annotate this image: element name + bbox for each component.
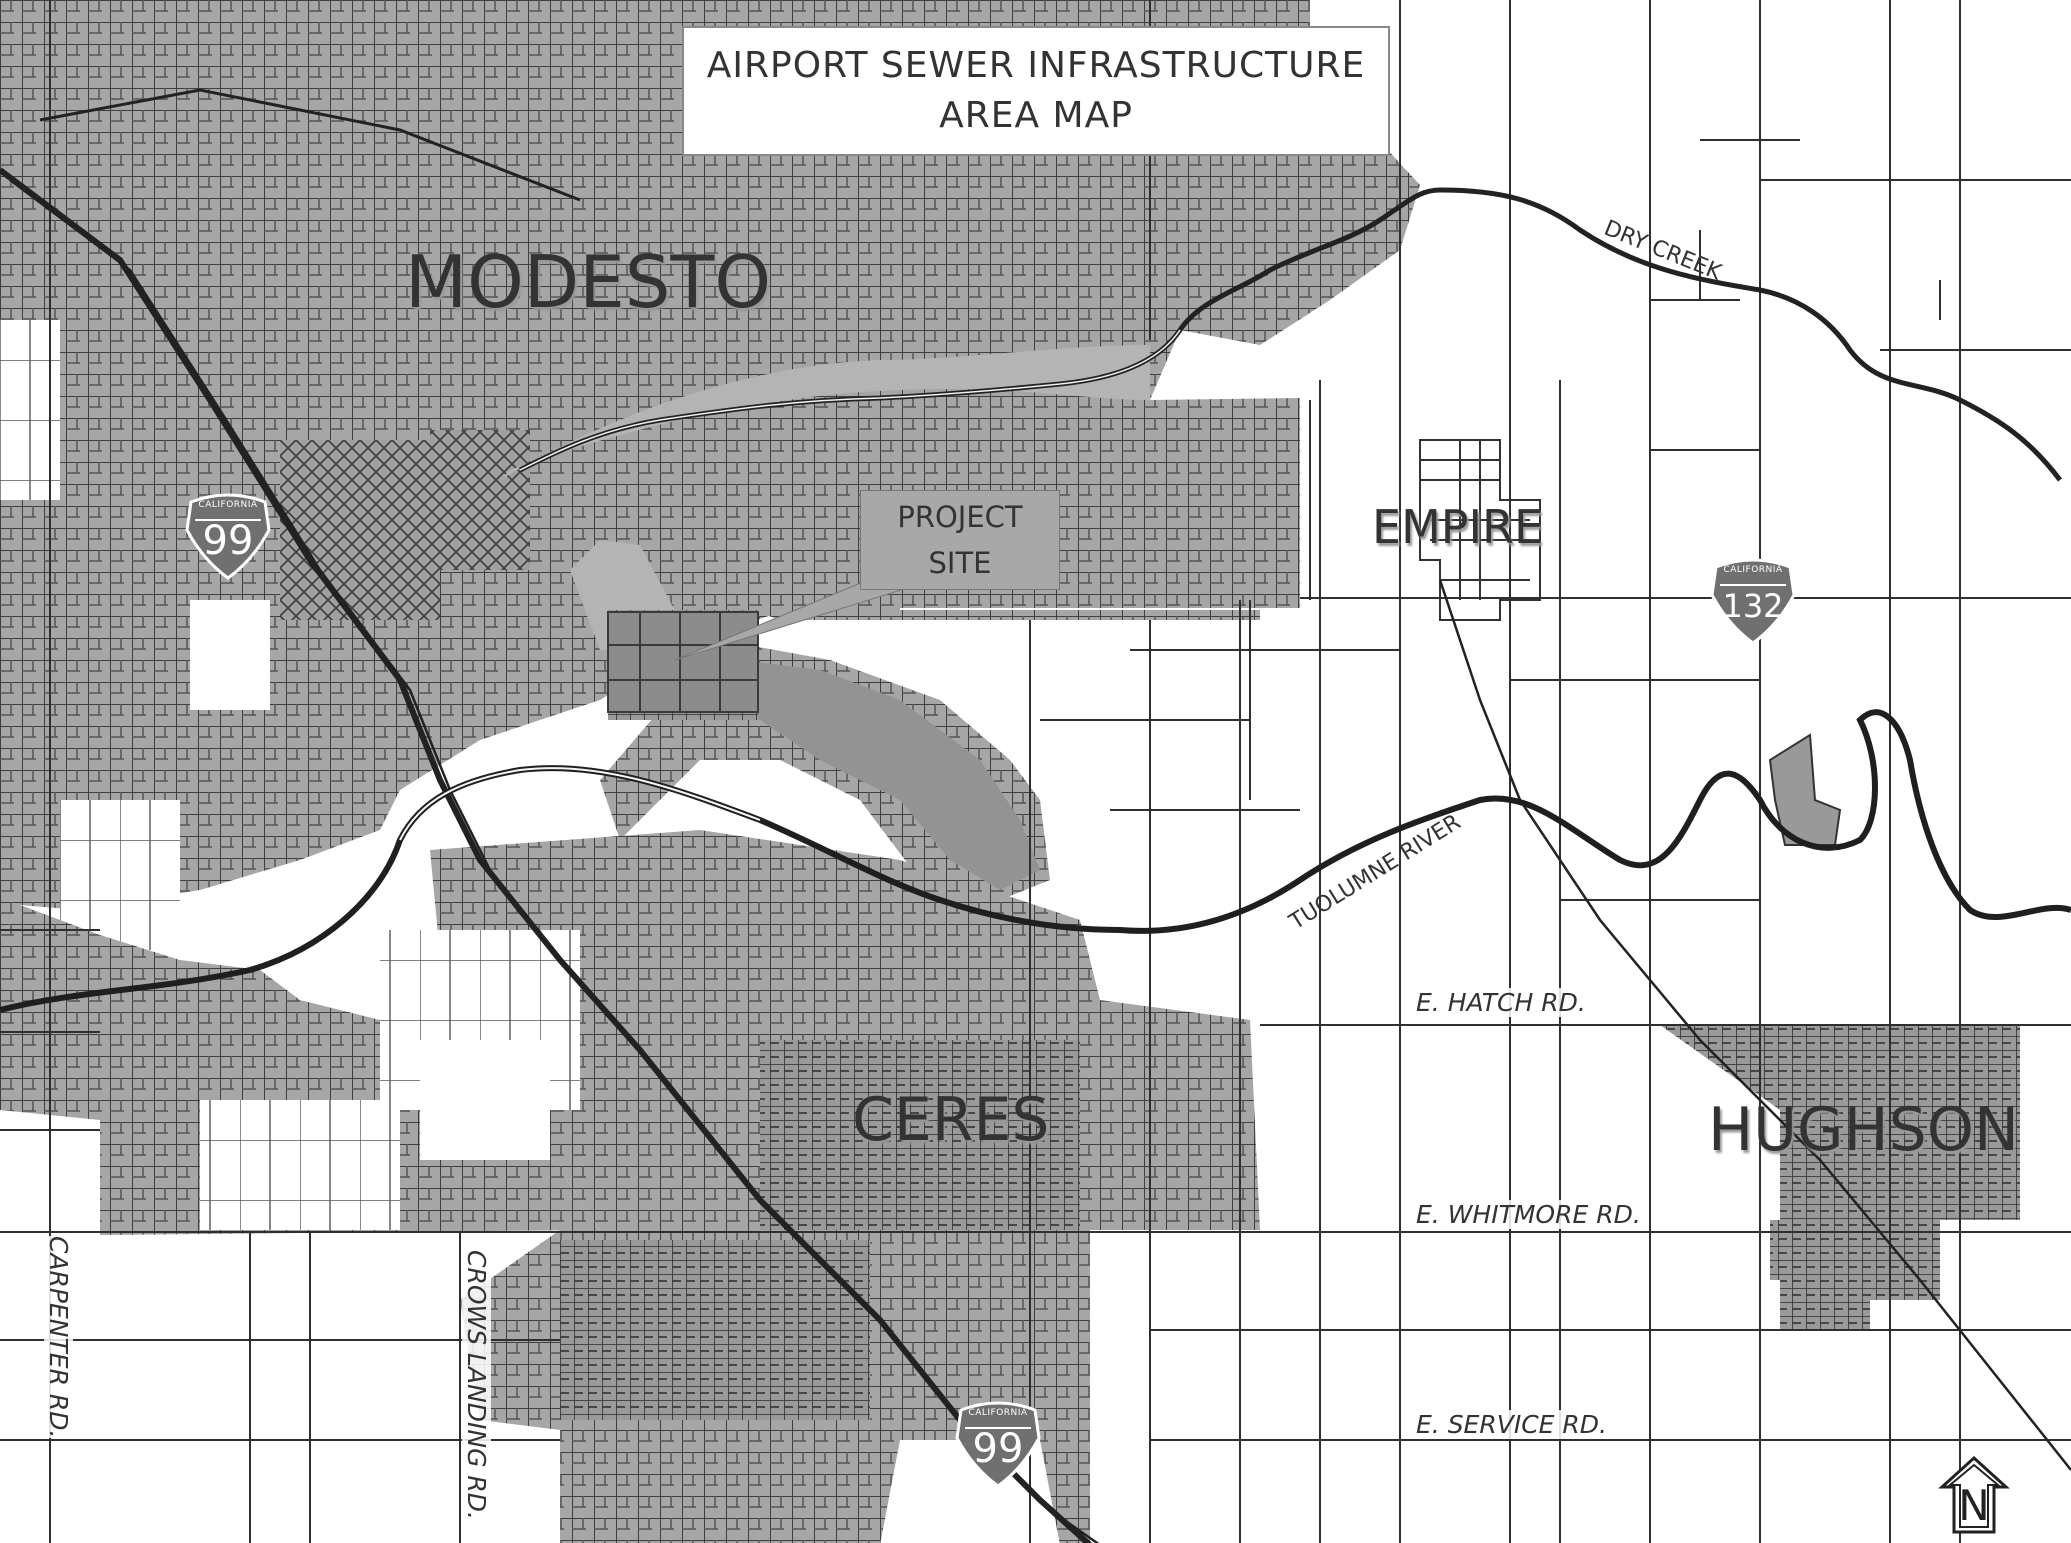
- road-label-hatch: E. HATCH RD.: [1412, 988, 1590, 1017]
- project-site-parcel: [608, 612, 758, 712]
- highway-132-shield: CALIFORNIA 132: [1708, 555, 1798, 645]
- shield-icon: [185, 493, 271, 580]
- shield-number: 99: [202, 518, 254, 564]
- map-title-line-1: AIRPORT SEWER INFRASTRUCTURE: [706, 45, 1366, 86]
- shield-number: 132: [1722, 587, 1784, 625]
- north-arrow: N: [1938, 1455, 2010, 1535]
- north-letter: N: [1958, 1481, 1990, 1530]
- callout-line-2: SITE: [928, 546, 992, 580]
- city-label-modesto: MODESTO: [405, 240, 772, 324]
- hughson-urban-area: [1660, 733, 2020, 1330]
- city-label-empire: EMPIRE: [1372, 500, 1544, 554]
- empire-urban-area: [1419, 439, 1541, 621]
- shield-caption: CALIFORNIA: [1723, 565, 1783, 575]
- ceres-urban-area: [0, 830, 1260, 1543]
- highway-99-and-rail: [0, 88, 2071, 1543]
- highway-99-shield-south: CALIFORNIA 99: [953, 1398, 1043, 1488]
- road-label-service: E. SERVICE RD.: [1412, 1410, 1611, 1439]
- shield-number: 99: [972, 1426, 1024, 1472]
- callout-line-1: PROJECT: [897, 500, 1023, 534]
- north-arrow-icon: [1938, 1455, 2010, 1534]
- shield-icon: [955, 1401, 1041, 1488]
- shield-icon: [1710, 558, 1796, 645]
- road-label-whitmore: E. WHITMORE RD.: [1412, 1200, 1645, 1229]
- road-label-carpenter: CARPENTER RD.: [44, 1236, 73, 1439]
- road-label-crows-landing: CROWS LANDING RD.: [462, 1250, 491, 1520]
- modesto-urban-area: [0, 0, 1420, 950]
- shield-caption: CALIFORNIA: [198, 500, 258, 510]
- map-title-box: AIRPORT SEWER INFRASTRUCTURE AREA MAP: [682, 26, 1390, 156]
- city-label-ceres: CERES: [852, 1085, 1050, 1155]
- highway-99-shield-north: CALIFORNIA 99: [183, 490, 273, 580]
- city-label-hughson: HUGHSON: [1708, 1095, 2019, 1165]
- shield-caption: CALIFORNIA: [968, 1408, 1028, 1418]
- project-site-callout: PROJECT SITE: [860, 490, 1060, 590]
- map-title-line-2: AREA MAP: [939, 95, 1133, 136]
